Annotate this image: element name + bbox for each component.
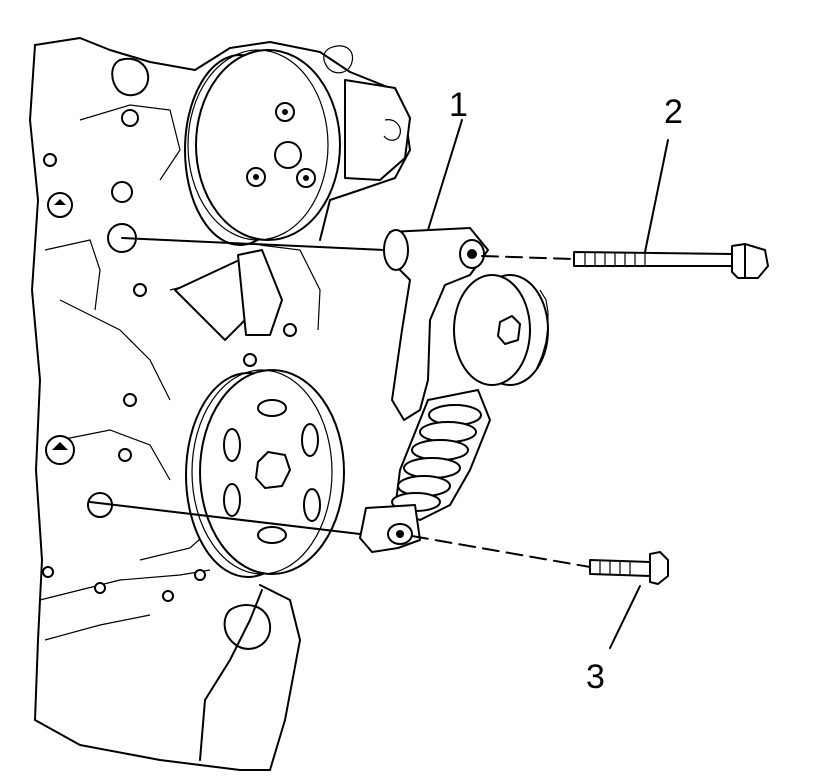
bolt-short bbox=[589, 551, 669, 585]
callout-1: 1 bbox=[449, 86, 468, 124]
callout-3: 3 bbox=[586, 658, 605, 696]
upper-pulley bbox=[184, 49, 341, 246]
alignment-lines bbox=[89, 237, 591, 568]
tensioner-assembly bbox=[359, 227, 549, 553]
callout-leaders bbox=[427, 119, 669, 649]
callout-2: 2 bbox=[664, 93, 683, 131]
bolt-long bbox=[573, 243, 769, 279]
engine-block bbox=[29, 37, 411, 771]
lower-pulley bbox=[185, 369, 345, 578]
